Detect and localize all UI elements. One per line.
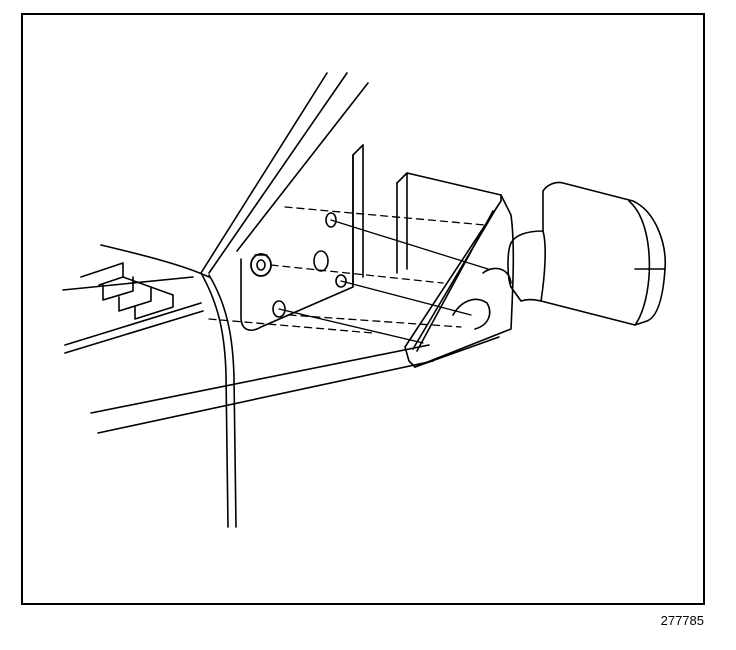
mirror-base [396, 172, 515, 368]
door-body [62, 72, 434, 528]
illustration-frame [21, 13, 705, 605]
door-mount-plate [240, 144, 364, 331]
alignment-lines [208, 206, 486, 334]
mirror-head [507, 181, 666, 326]
figure-number: 277785 [660, 613, 704, 628]
cowl-vent [80, 262, 174, 320]
mirror-mounting-illustration [62, 72, 666, 528]
mounting-studs [278, 219, 489, 344]
